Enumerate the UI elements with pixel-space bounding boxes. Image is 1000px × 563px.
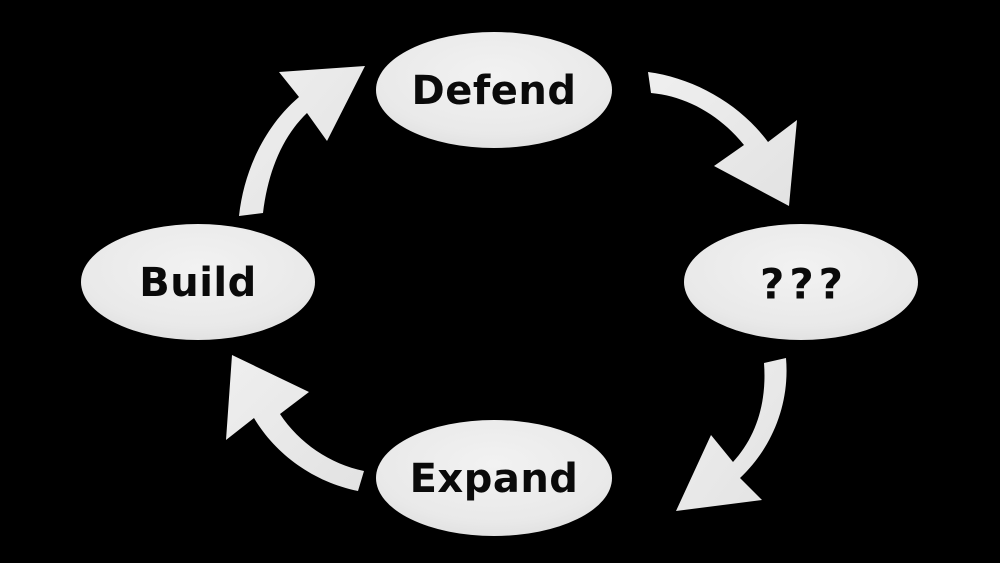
- node-defend-shape[interactable]: [376, 32, 612, 148]
- node-unknown-shape[interactable]: [684, 224, 918, 340]
- node-defend-label: Defend: [412, 68, 577, 114]
- node-build-shape[interactable]: [81, 224, 315, 340]
- arrow-unknown-to-expand: [676, 358, 787, 511]
- node-build-label: Build: [139, 260, 257, 306]
- node-unknown[interactable]: ???: [684, 224, 918, 340]
- node-defend[interactable]: Defend: [376, 32, 612, 148]
- node-expand-shape[interactable]: [376, 420, 612, 536]
- arrow-expand-to-build: [226, 355, 364, 491]
- node-unknown-label: ???: [760, 260, 848, 309]
- arrow-defend-to-unknown: [648, 72, 797, 206]
- arrow-build-to-defend: [239, 66, 365, 216]
- node-expand[interactable]: Expand: [376, 420, 612, 536]
- node-expand-label: Expand: [410, 456, 579, 502]
- node-build[interactable]: Build: [81, 224, 315, 340]
